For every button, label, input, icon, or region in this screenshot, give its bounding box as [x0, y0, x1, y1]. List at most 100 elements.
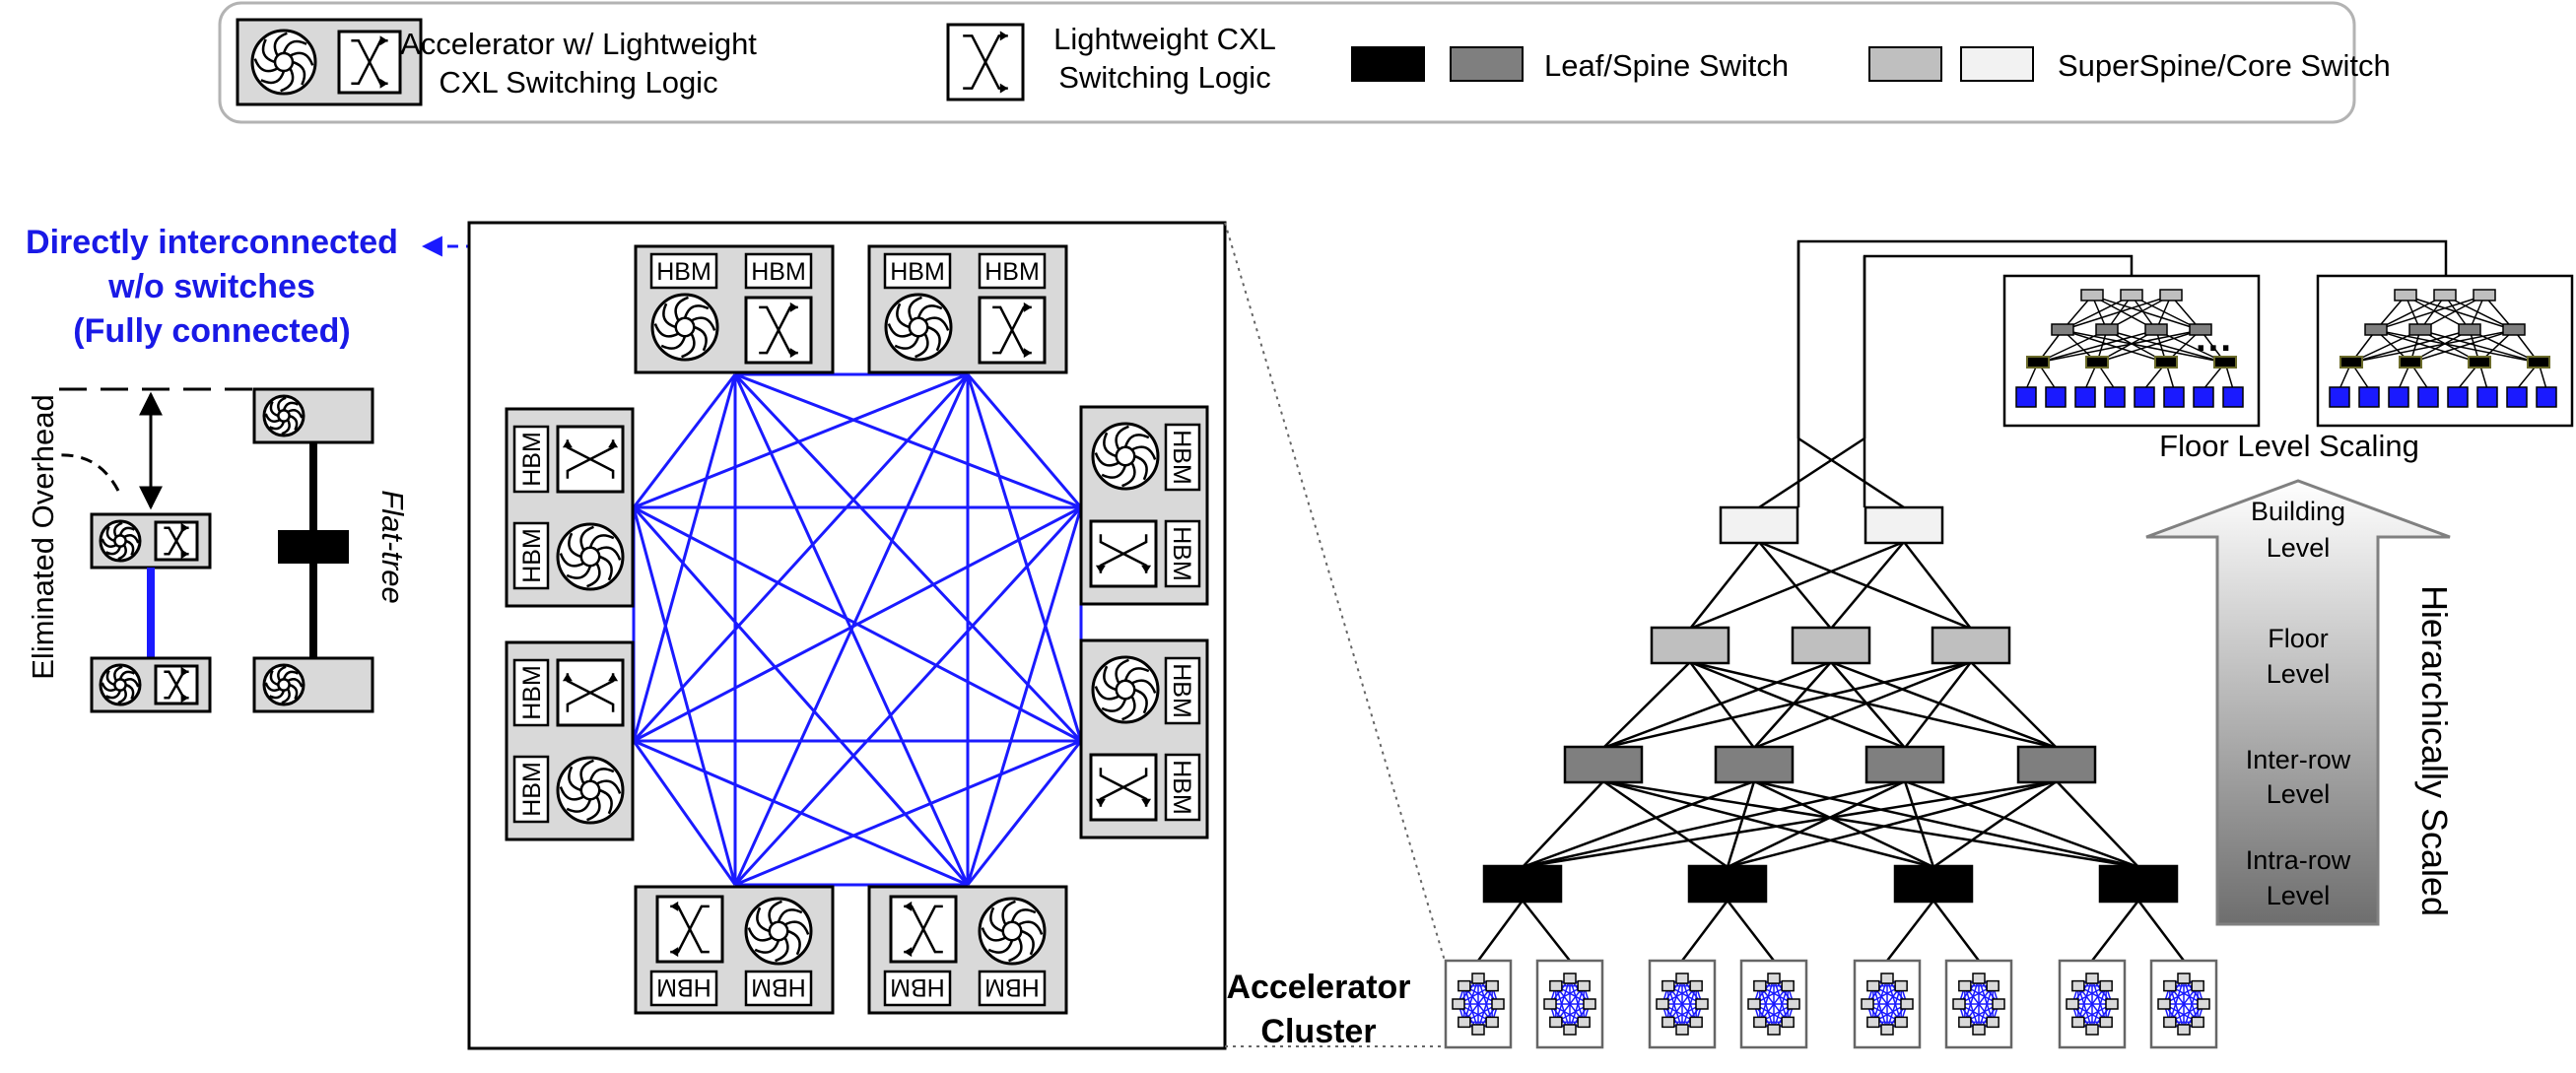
svg-text:HBM: HBM	[890, 973, 945, 1001]
fan-icon	[556, 756, 625, 825]
svg-text:HBM: HBM	[1168, 430, 1195, 485]
tree-link	[1689, 660, 2058, 750]
accelerator-node: HBM HBM	[634, 885, 835, 1015]
core-switch	[1719, 505, 1799, 545]
tree-link	[1753, 779, 1934, 869]
level-label: Level	[2267, 881, 2331, 910]
svg-text:HBM: HBM	[751, 258, 806, 286]
legend-accelerator-label-line2: CXL Switching Logic	[439, 65, 717, 100]
direct-interconnect-title-line2: w/o switches	[107, 268, 315, 305]
accelerator-cluster-label-line1: Accelerator	[1226, 969, 1410, 1006]
leaf-switch	[1893, 864, 1974, 904]
accelerator-cluster	[1535, 959, 1604, 1049]
direct-interconnect-title-line3: (Fully connected)	[73, 312, 350, 350]
legend-cxl-switch-icon	[946, 23, 1025, 101]
fan-icon	[262, 394, 305, 437]
tree-link	[1830, 541, 1905, 630]
spine-switch	[1864, 745, 1945, 784]
zoom-line-top	[1224, 222, 1446, 962]
tree-links	[1476, 239, 2448, 962]
accelerator-cluster-label-line2: Cluster	[1260, 1013, 1376, 1050]
leaf-switch	[1687, 864, 1768, 904]
legend-superspine-swatch	[1868, 46, 1942, 82]
fan-icon	[1091, 422, 1160, 491]
tree-link	[1689, 540, 1905, 631]
svg-text:HBM: HBM	[518, 528, 546, 583]
tree-link	[2091, 900, 2139, 962]
fan-icon	[556, 522, 625, 591]
tree-link	[1753, 779, 2139, 869]
accelerator-cluster	[1944, 959, 2013, 1049]
cxl-switch-icon	[946, 23, 1025, 101]
tree-link	[1689, 660, 1906, 750]
svg-text:HBM: HBM	[656, 258, 712, 286]
hbm-module: HBM	[1164, 656, 1201, 725]
full-mesh-links	[632, 372, 1083, 887]
fan-icon	[99, 519, 142, 563]
legend-accelerator-switch-icon	[236, 18, 423, 106]
legend-accelerator-label-line1: Accelerator w/ Lightweight	[400, 27, 757, 61]
fan-icon	[99, 663, 142, 706]
tree-link	[1753, 660, 1972, 750]
fan-icon	[99, 663, 142, 706]
tree-link	[1886, 900, 1934, 962]
tree-link	[1476, 900, 1525, 962]
cxl-switch-icon	[556, 425, 625, 494]
fan-icon	[250, 29, 317, 96]
accelerator-cluster	[1444, 959, 1513, 1049]
level-label: Inter-row	[2246, 745, 2351, 774]
accelerator-cluster	[1739, 959, 1808, 1049]
leaf-switch	[2098, 864, 2179, 904]
leaf-switch	[1482, 864, 1563, 904]
cxl-switch-icon	[154, 664, 199, 705]
tree-link	[1522, 900, 1571, 962]
svg-text:HBM: HBM	[656, 973, 712, 1001]
mesh-link	[966, 373, 1083, 508]
tree-link	[1602, 779, 1934, 869]
hbm-module: HBM	[512, 425, 550, 494]
level-label: Level	[2267, 779, 2331, 809]
mesh-link	[966, 506, 1083, 886]
hbm-module: HBM	[512, 521, 550, 590]
accelerator-cluster	[1853, 959, 1922, 1049]
cxl-switch-icon	[154, 520, 199, 562]
hbm-module: HBM	[649, 252, 718, 290]
flat-tree-label: Flat-tree	[375, 490, 410, 603]
cxl-switch-icon	[978, 296, 1047, 365]
legend-leaf-spine-label: Leaf/Spine Switch	[1544, 48, 1789, 83]
fan-icon	[884, 293, 953, 362]
hbm-module: HBM	[744, 970, 813, 1007]
svg-text:HBM: HBM	[1168, 760, 1195, 815]
cxl-switch-icon	[556, 658, 625, 727]
tree-link	[1522, 779, 1906, 869]
superspine-switch	[1791, 626, 1871, 665]
tree-link	[1602, 661, 1691, 749]
hbm-module: HBM	[883, 252, 952, 290]
mesh-link	[632, 740, 737, 886]
mesh-link	[734, 739, 1082, 887]
tree-link	[1689, 541, 1760, 630]
cxl-switch-icon	[154, 520, 199, 562]
floor-pod	[2316, 274, 2574, 428]
accelerator-cluster	[2058, 959, 2127, 1049]
hbm-module: HBM	[1164, 519, 1201, 588]
tree-link	[1688, 661, 1756, 749]
accelerator-node: HBM HBM	[634, 244, 835, 374]
mesh-link	[966, 740, 1083, 886]
legend-frame	[218, 1, 2356, 124]
fan-icon	[650, 293, 719, 362]
cxl-switch-icon	[744, 296, 813, 365]
legend-leaf-swatch	[1351, 46, 1425, 82]
level-label: Floor	[2268, 624, 2329, 653]
tree-link	[1727, 900, 1775, 962]
mesh-link	[966, 373, 1083, 742]
svg-text:HBM: HBM	[890, 258, 945, 286]
legend-superspine-label: SuperSpine/Core Switch	[2058, 48, 2391, 83]
left-panel: Directly interconnected w/o switches (Fu…	[26, 224, 657, 713]
legend-core-swatch	[1960, 46, 2034, 82]
fan-icon	[262, 663, 305, 706]
legend-cxl-label-line2: Switching Logic	[1058, 60, 1270, 95]
